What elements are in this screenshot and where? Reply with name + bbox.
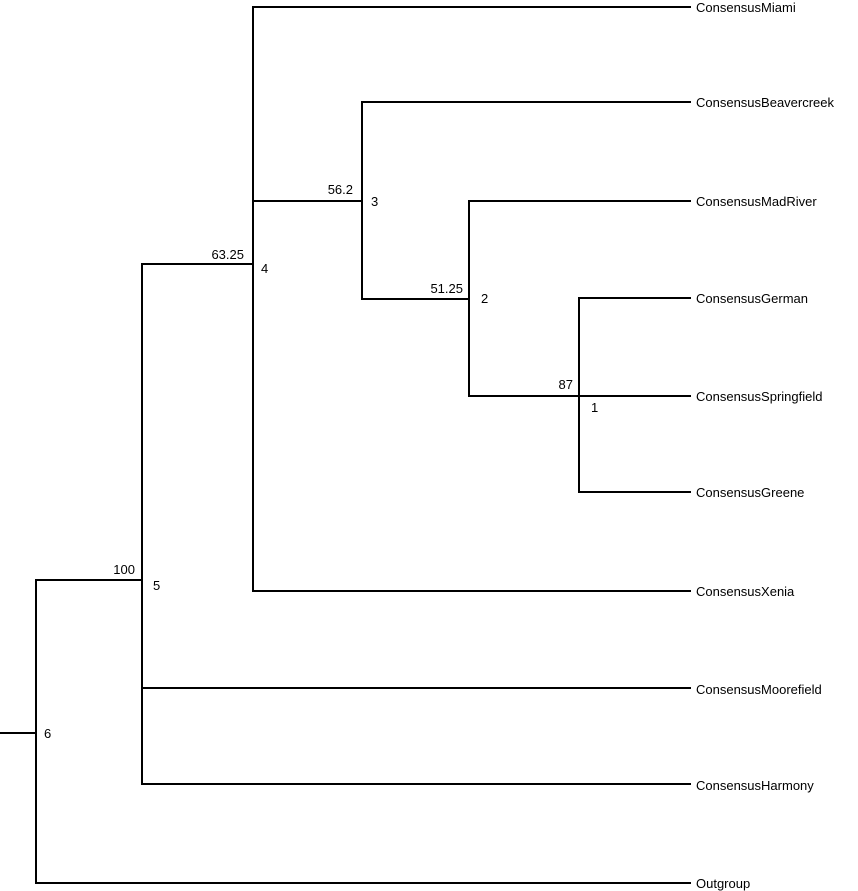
node-id-1: 1 [591, 400, 598, 415]
leaf-label-springfield: ConsensusSpringfield [696, 389, 822, 404]
leaf-label-german: ConsensusGerman [696, 291, 808, 306]
support-value-node-1: 87 [559, 377, 573, 392]
leaf-label-madriver: ConsensusMadRiver [696, 194, 817, 209]
node-id-5: 5 [153, 578, 160, 593]
node-id-4: 4 [261, 261, 268, 276]
node-id-2: 2 [481, 291, 488, 306]
support-value-node-2: 51.25 [430, 281, 463, 296]
leaf-label-moorefield: ConsensusMoorefield [696, 682, 822, 697]
node-id-3: 3 [371, 194, 378, 209]
leaf-label-greene: ConsensusGreene [696, 485, 804, 500]
leaf-label-harmony: ConsensusHarmony [696, 778, 814, 793]
leaf-label-outgroup: Outgroup [696, 876, 750, 891]
support-value-node-4: 63.25 [211, 247, 244, 262]
support-value-node-5: 100 [113, 562, 135, 577]
leaf-label-beavercreek: ConsensusBeavercreek [696, 95, 835, 110]
support-value-node-3: 56.2 [328, 182, 353, 197]
leaf-label-miami: ConsensusMiami [696, 0, 796, 15]
node-id-6: 6 [44, 726, 51, 741]
leaf-label-xenia: ConsensusXenia [696, 584, 795, 599]
